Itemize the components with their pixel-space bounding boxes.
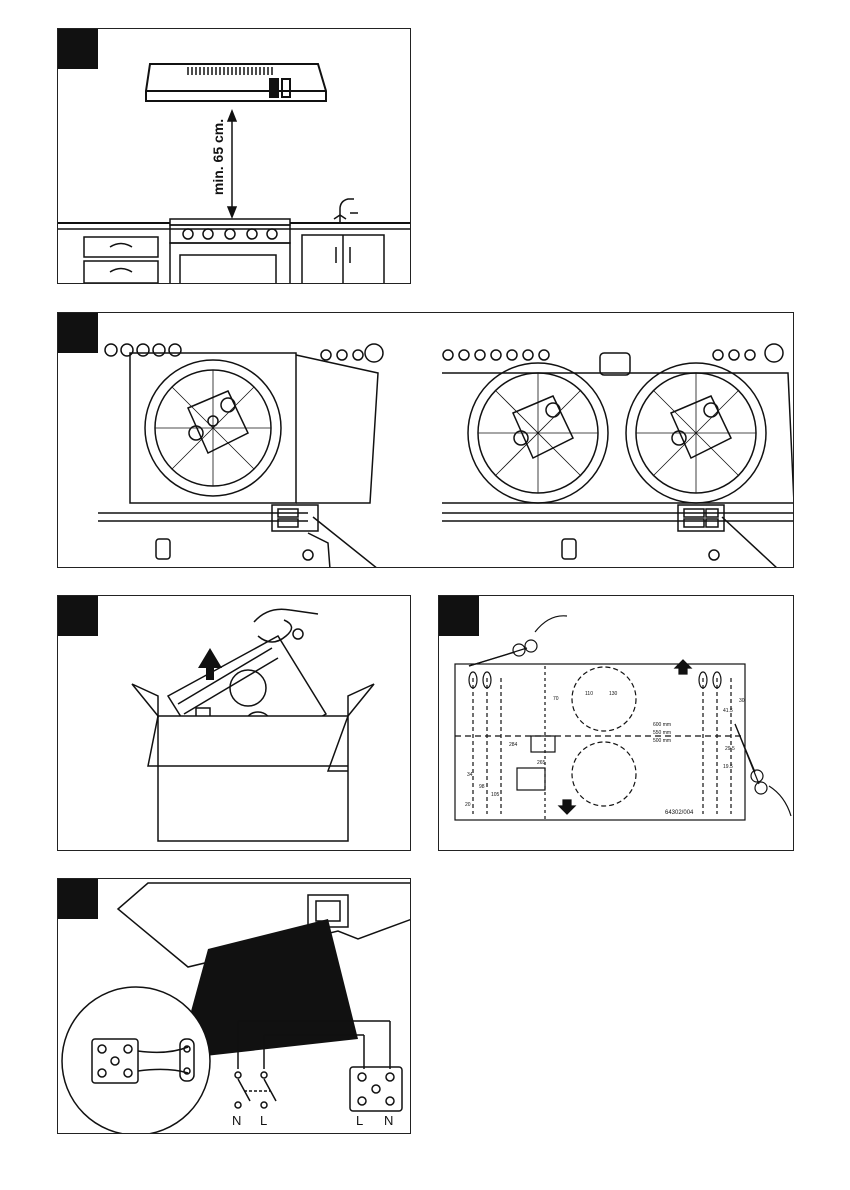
scissors-right-icon — [735, 724, 791, 816]
zoom-circle — [62, 987, 210, 1134]
hand-icon — [254, 609, 318, 642]
terminal-label-left-l: L — [260, 1113, 267, 1128]
figure-2-filter-fans — [57, 312, 794, 568]
dim-20: 20 — [465, 802, 471, 808]
template-cutting-illustration — [439, 596, 794, 851]
dim-105: 105 — [491, 792, 499, 798]
scissors-top-icon — [469, 616, 567, 666]
dim-284: 284 — [509, 742, 517, 748]
template-code: 64302/004 — [665, 810, 693, 816]
figure-4-drilling-template: 64302/004 600 mm 550 mm 500 mm 110 130 7… — [438, 595, 794, 851]
min-height-label: min. 65 cm. — [210, 119, 226, 195]
dim-41-5: 41.5 — [723, 708, 733, 714]
dim-130: 130 — [609, 691, 617, 697]
dim-34: 34 — [467, 772, 473, 778]
dim-110: 110 — [585, 691, 593, 697]
figure-3-unpacking — [57, 595, 411, 851]
upper-motor-cutout — [572, 667, 636, 731]
dim-265: 265 — [537, 760, 545, 766]
wiring-illustration — [58, 879, 411, 1134]
dim-30: 30 — [739, 698, 745, 704]
figure-1-mounting-height: min. 65 cm. — [57, 28, 411, 284]
terminal-label-right-l: L — [356, 1113, 363, 1128]
terminal-label-right-n: N — [384, 1113, 393, 1128]
lower-motor-cutout — [572, 742, 636, 806]
dim-70: 70 — [553, 696, 559, 702]
legend-600: 600 mm — [653, 722, 671, 728]
legend-500: 500 mm — [653, 738, 671, 744]
filter-grid-lines — [155, 370, 756, 493]
double-motor-unit — [442, 344, 794, 568]
legend-550: 550 mm — [653, 730, 671, 736]
dim-19-5: 19.5 — [723, 764, 733, 770]
height-arrow — [228, 111, 236, 217]
terminal-label-left-n: N — [232, 1113, 241, 1128]
box-template-illustration — [58, 596, 411, 851]
dim-98: 98 — [479, 784, 485, 790]
fan-filters-illustration — [58, 313, 794, 568]
figure-5-wiring: N L L N — [57, 878, 411, 1134]
kitchen-hood-illustration — [58, 29, 411, 284]
dim-29-5: 29.5 — [725, 746, 735, 752]
